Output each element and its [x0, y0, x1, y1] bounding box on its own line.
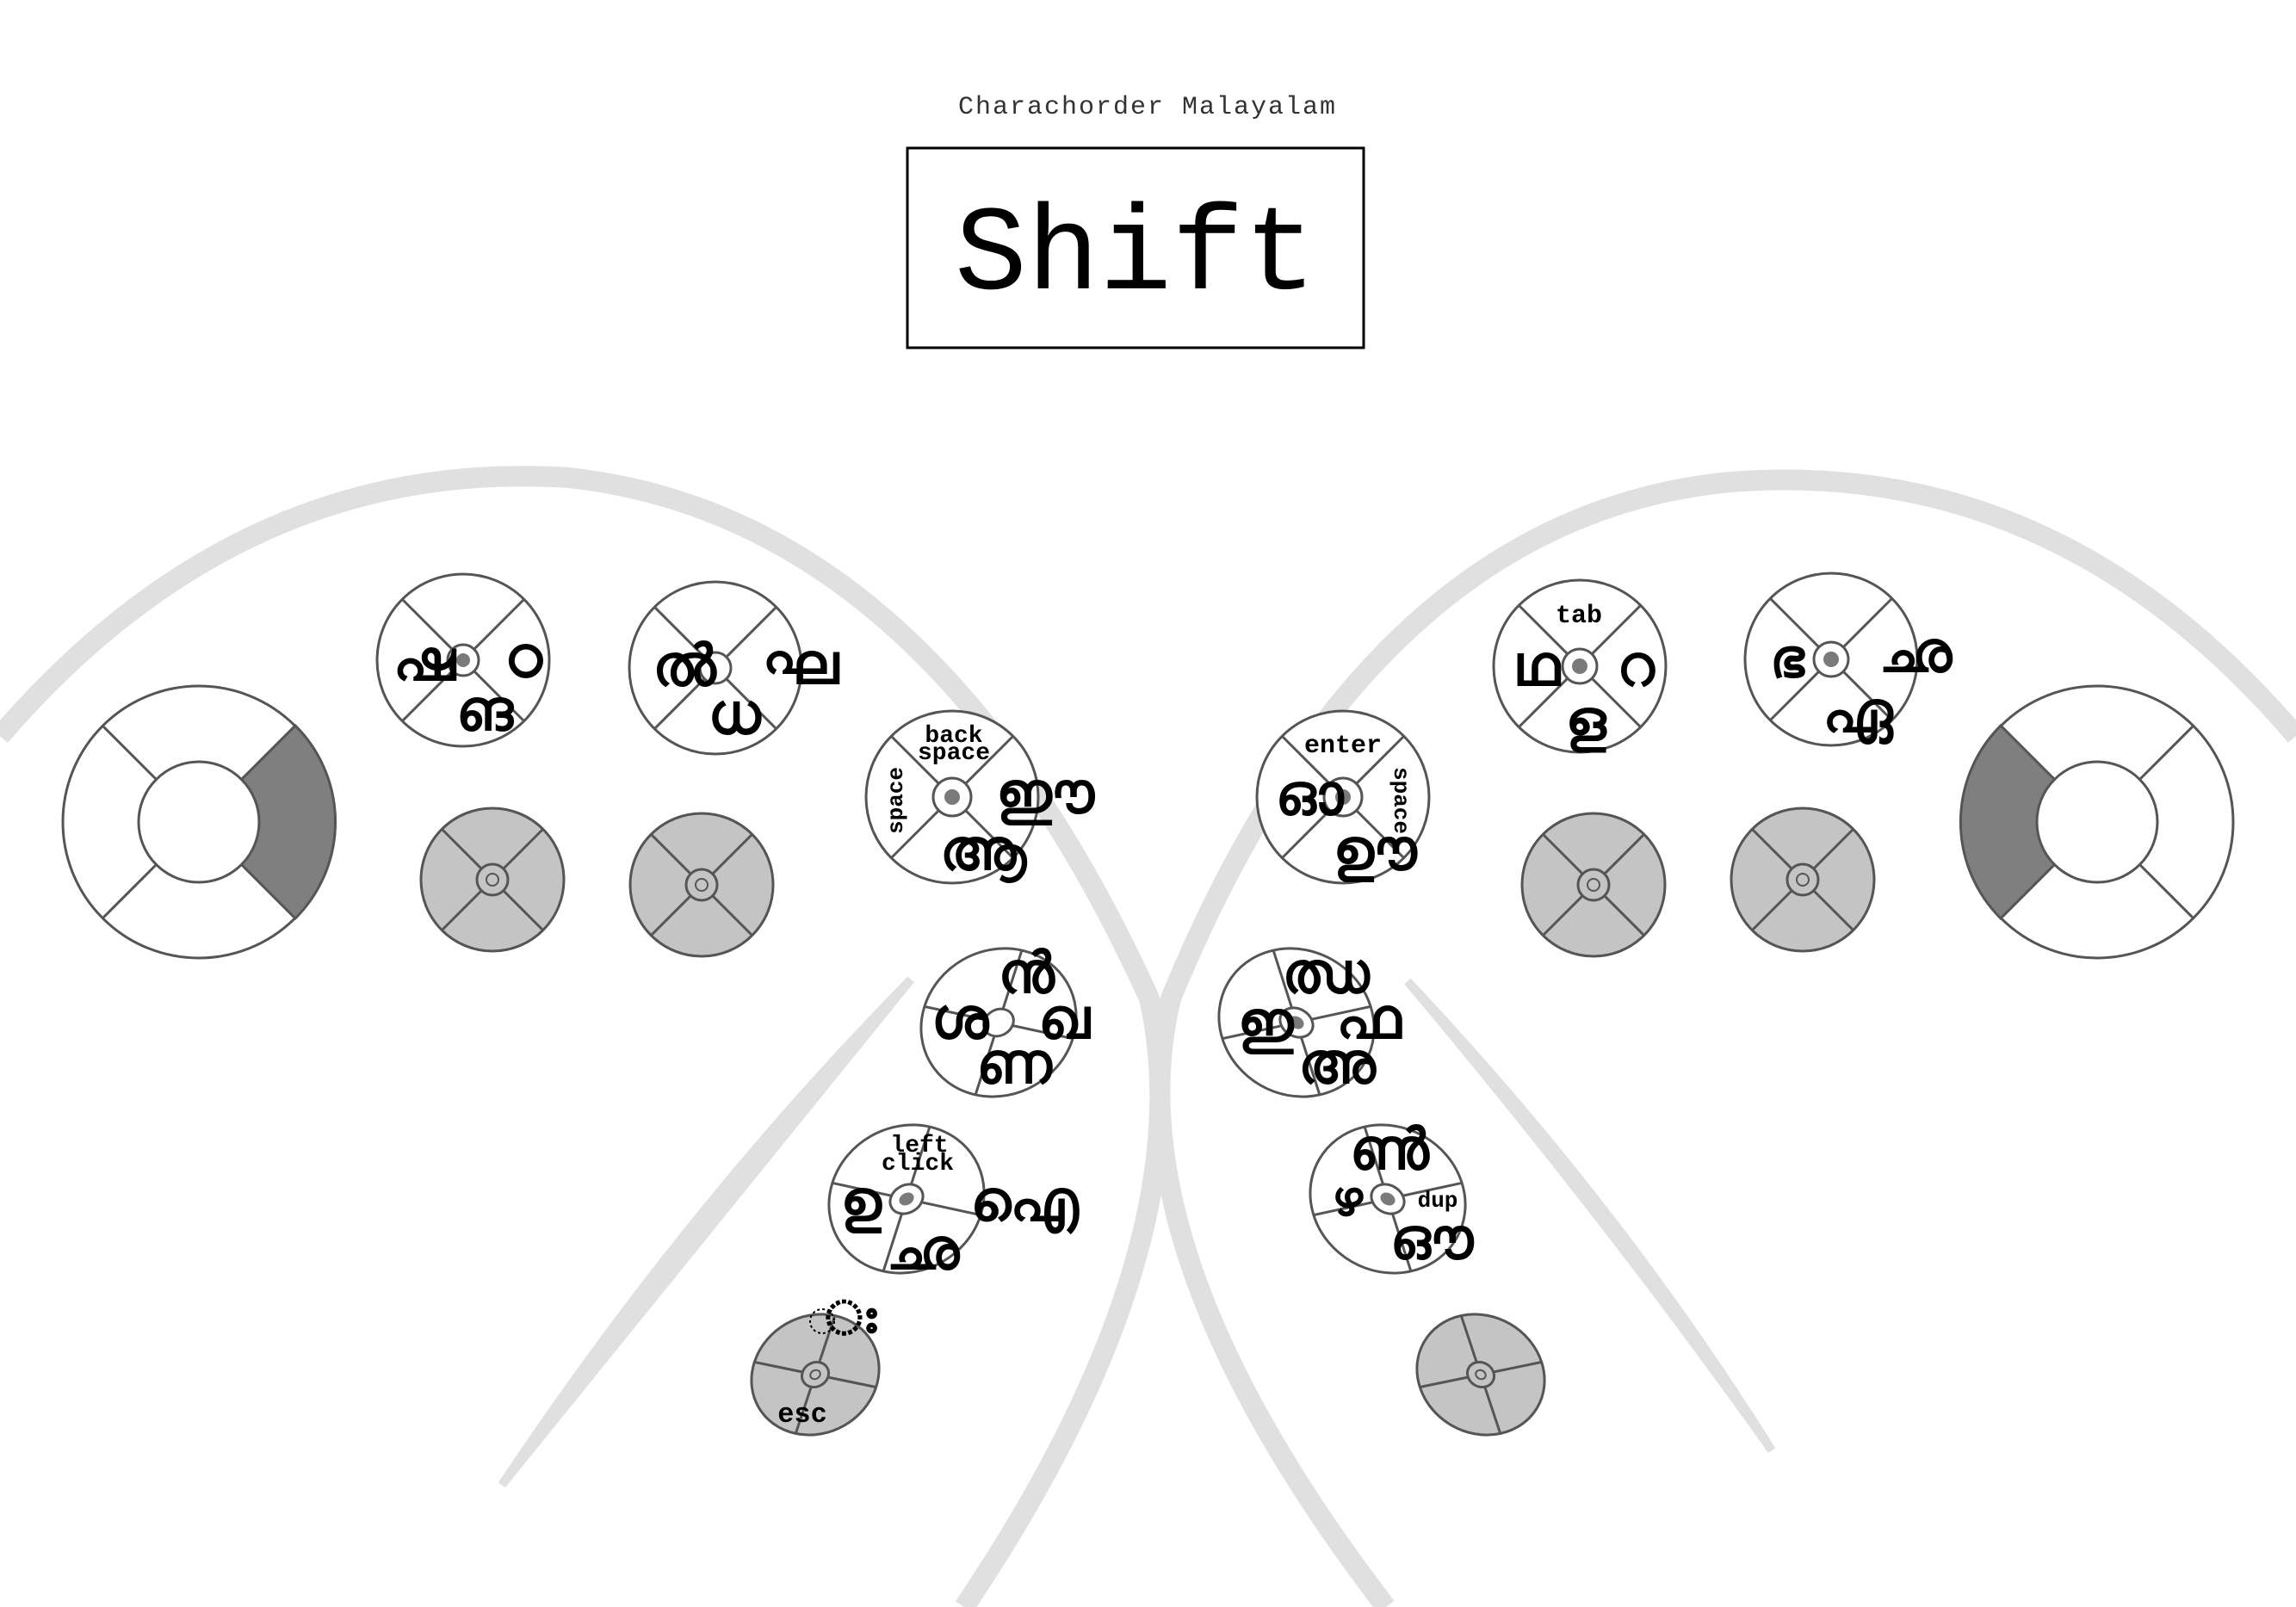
switch-left-thumb3 — [827, 1123, 986, 1275]
switch-left-row2-a — [419, 807, 566, 953]
key-left-thumb3-bottom: ഛ — [887, 1216, 961, 1283]
left-hand-arc — [0, 466, 1171, 1607]
layout-subtitle: Charachorder Malayalam — [958, 93, 1337, 122]
key-right-thumb2-top: ഝ — [1282, 940, 1371, 1006]
key-right-row1-a-right: റ — [1617, 633, 1655, 699]
switch-left-row1-b: ൽ ഘ ധ — [628, 580, 840, 756]
switch-left-row1-a: ഷ ഠ ങ — [375, 572, 551, 748]
key-right-row1-b-bottom: ഏ — [1823, 679, 1894, 745]
key-left-thumb3-top-line2: click — [882, 1151, 954, 1177]
left-thumb-ring — [61, 684, 337, 960]
switch-left-thumb1: back space space ഈ ആ — [864, 709, 1096, 885]
switch-right-thumb4 — [1415, 1313, 1546, 1437]
key-right-thumb3-right: dup — [1418, 1188, 1458, 1214]
switch-left-thumb2 — [919, 947, 1078, 1098]
key-left-thumb1-top-line2: space — [918, 740, 990, 767]
key-right-row1-b-right: ഛ — [1879, 619, 1953, 685]
right-hand-arc — [1149, 469, 2296, 1607]
key-right-thumb2-left: ഇ — [1238, 989, 1295, 1055]
key-left-thumb4-top: ഃ — [825, 1290, 878, 1346]
key-left-row1-b-right: ഘ — [763, 631, 840, 697]
key-right-thumb3-top: ൺ — [1350, 1116, 1431, 1183]
key-left-thumb1-right: ഈ — [996, 760, 1096, 826]
key-right-row1-a-top: tab — [1556, 602, 1602, 631]
background-arcs — [0, 466, 2296, 1607]
switch-right-row1-b: ഭ ഛ ഏ — [1743, 572, 1953, 747]
key-right-row1-b-left: ഭ — [1770, 627, 1805, 689]
key-right-thumb3-bottom: ഔ — [1390, 1206, 1475, 1272]
left-spike — [498, 976, 914, 1488]
key-left-row1-a-right: ഠ — [504, 624, 543, 690]
key-left-thumb3-left: ഉ — [840, 1168, 882, 1234]
switch-right-row2-a — [1520, 812, 1667, 958]
switch-left-row2-b — [628, 812, 775, 958]
key-right-row1-a-left: ഥ — [1513, 633, 1562, 699]
key-right-thumb3-left: ഴ — [1332, 1171, 1364, 1227]
key-left-thumb2-left: ശ — [931, 986, 990, 1052]
switch-right-row2-b — [1730, 807, 1876, 953]
key-left-thumb2-top: ൻ — [998, 940, 1055, 1006]
dotted-placeholder-circle-icon — [809, 1308, 835, 1334]
key-left-row1-b-bottom: ധ — [708, 681, 762, 747]
key-right-thumb2-right: ഫ — [1336, 986, 1402, 1052]
key-left-thumb1-left: space — [883, 767, 909, 834]
key-left-thumb4-bottom: esc — [777, 1399, 827, 1431]
layer-title: Shift — [955, 189, 1316, 325]
key-right-row1-a-bottom: ള — [1565, 688, 1607, 754]
key-left-row1-b-left: ൽ — [653, 633, 717, 699]
layer-title-box — [906, 146, 1365, 349]
right-thumb-ring — [1959, 684, 2235, 960]
switch-right-thumb1: enter ഓ space ഊ — [1255, 709, 1431, 885]
switch-right-thumb3 — [1309, 1123, 1467, 1275]
key-left-thumb1-top-line1: back — [925, 723, 982, 750]
switch-right-row1-a: tab ഥ റ ള — [1492, 578, 1668, 754]
key-right-thumb1-right: space — [1388, 767, 1414, 834]
key-right-thumb1-top: enter — [1304, 732, 1382, 761]
key-left-thumb3-top-line1: left — [890, 1133, 948, 1159]
background-spikes — [498, 976, 1776, 1488]
key-left-thumb2-right: ഖ — [1038, 986, 1092, 1052]
key-left-thumb1-bottom: ആ — [940, 817, 1028, 884]
key-left-row1-a-left: ഷ — [393, 627, 457, 694]
switch-left-thumb4 — [750, 1313, 881, 1437]
right-spike — [1404, 978, 1776, 1453]
key-left-thumb2-bottom: ണ — [976, 1030, 1053, 1097]
key-right-thumb2-bottom: അ — [1298, 1030, 1377, 1097]
switch-right-thumb2 — [1217, 947, 1376, 1098]
key-left-row1-a-bottom: ങ — [456, 677, 515, 744]
key-right-thumb1-left: ഓ — [1276, 762, 1345, 828]
key-left-thumb3-right: ഐ — [970, 1168, 1080, 1234]
key-right-thumb1-bottom: ഊ — [1333, 817, 1418, 883]
